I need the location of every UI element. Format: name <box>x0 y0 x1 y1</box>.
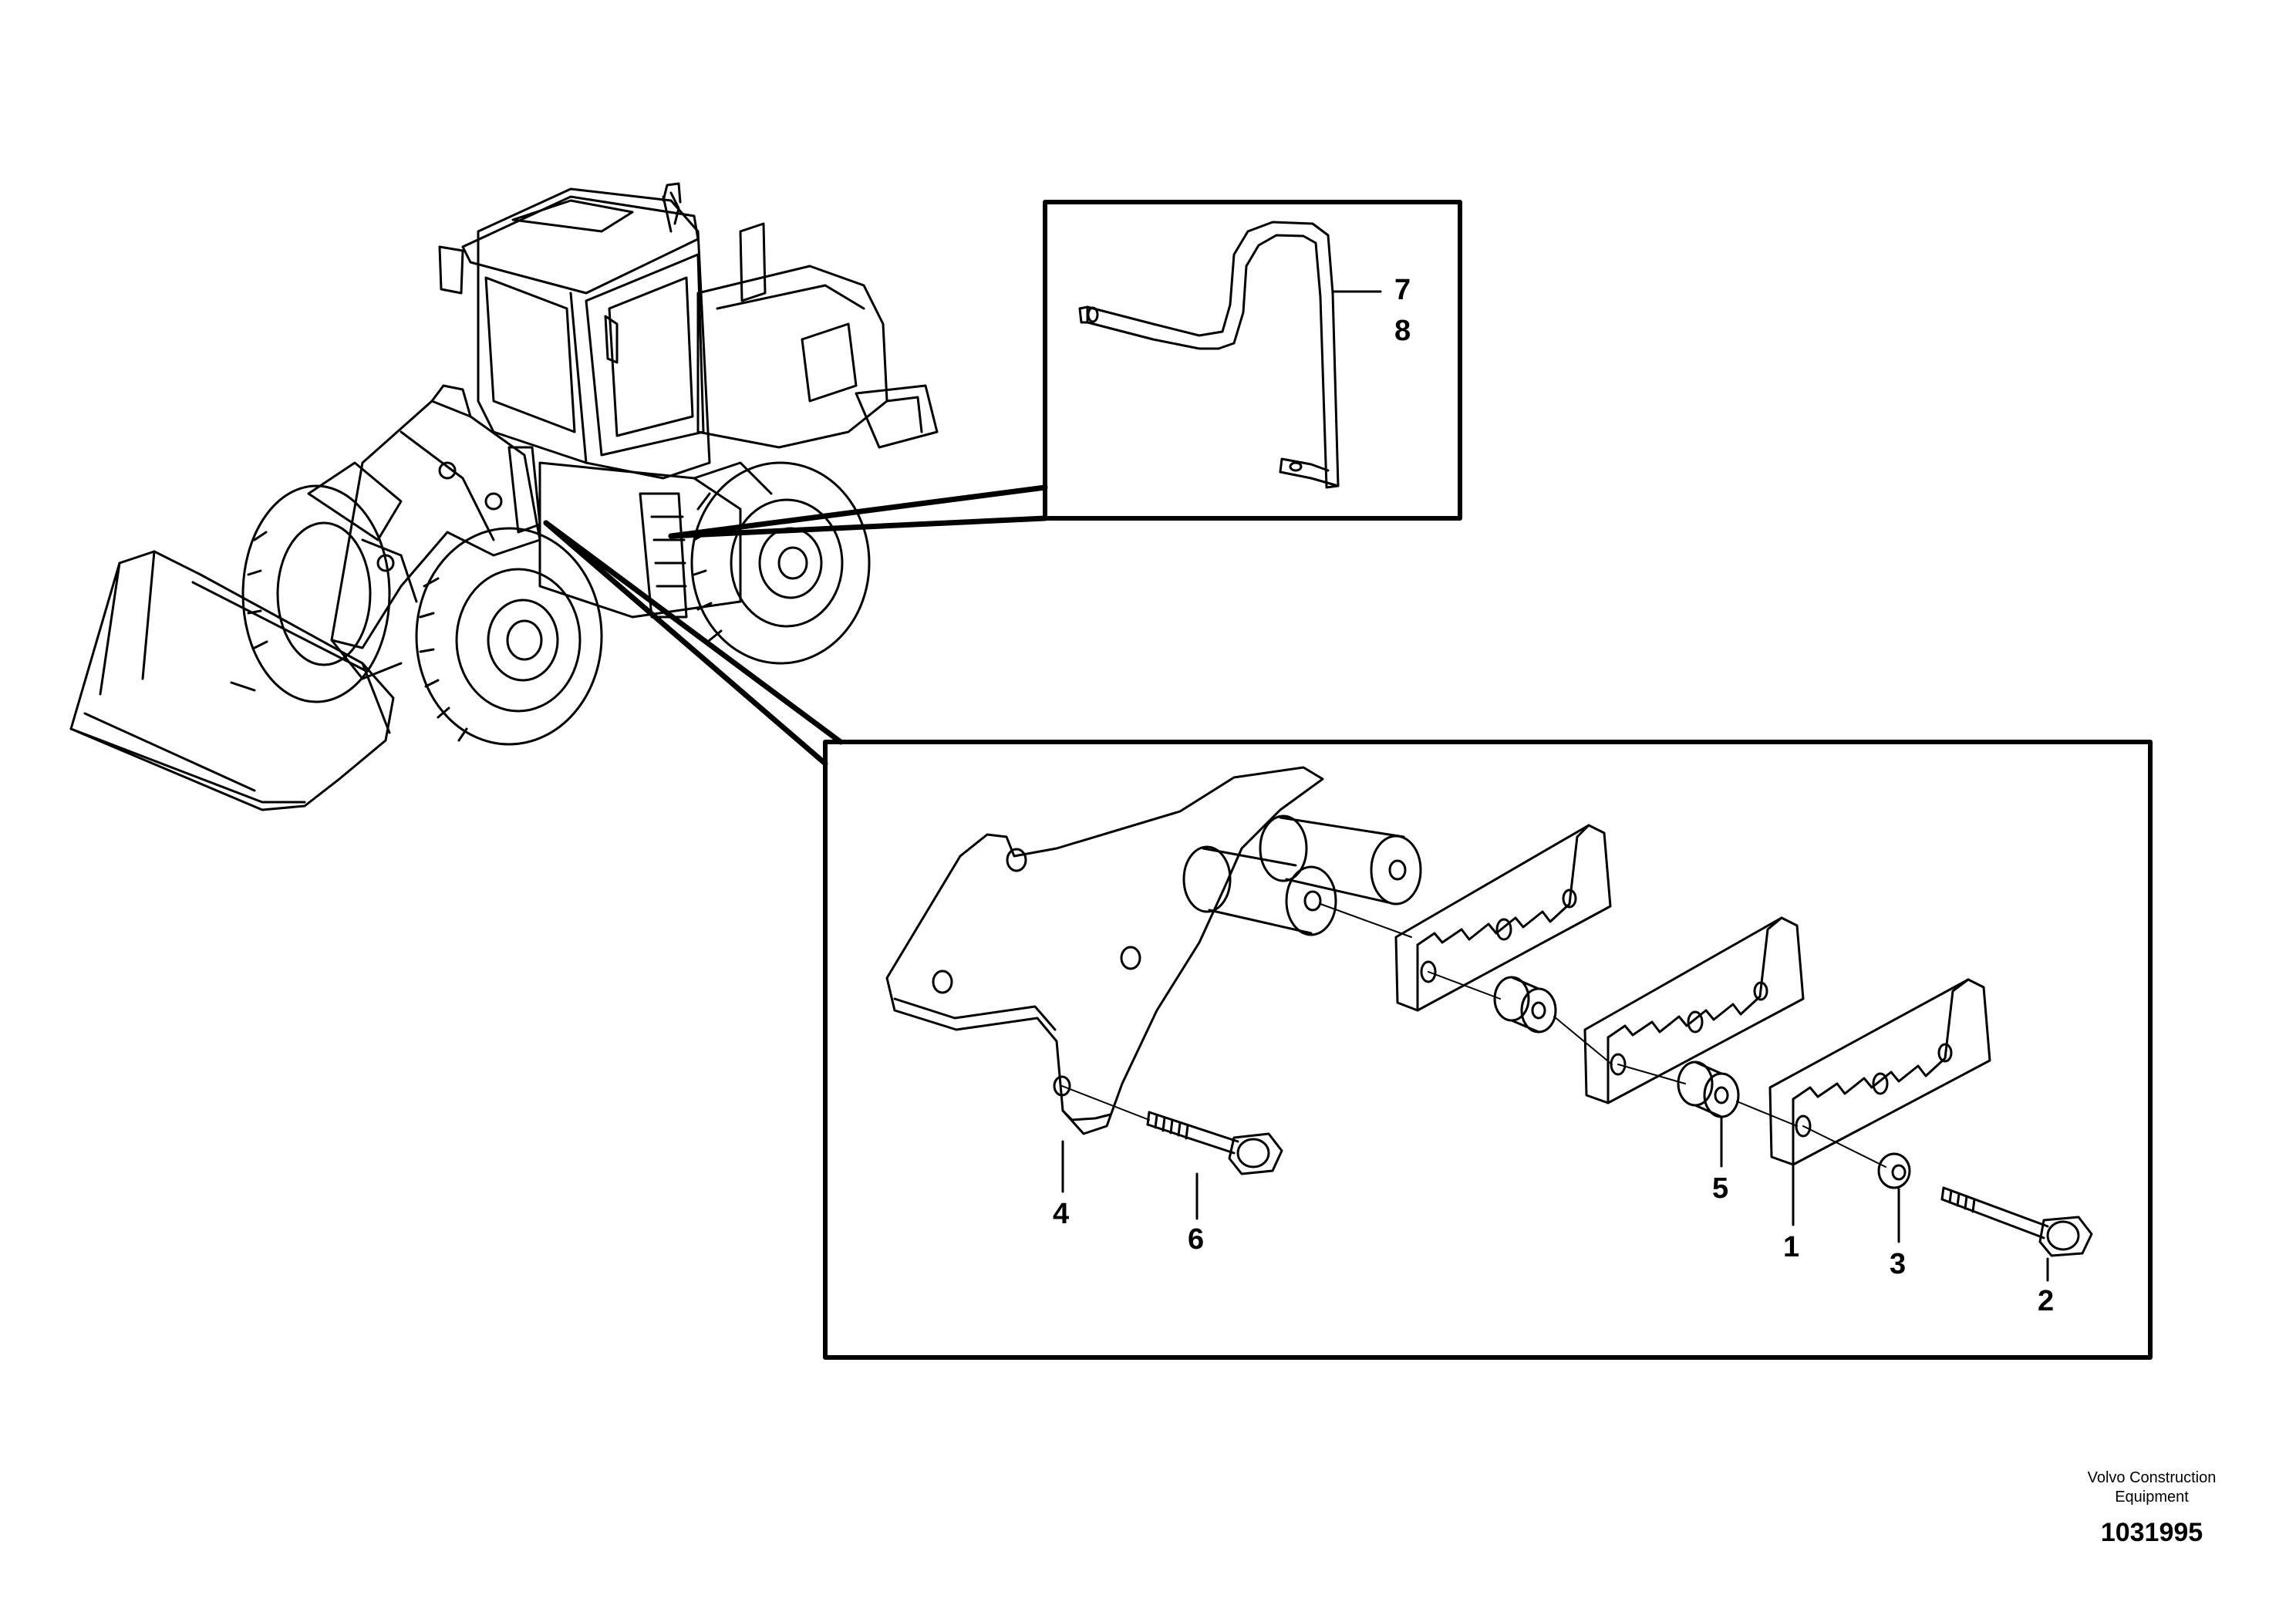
bracket-plate <box>885 766 1324 1135</box>
wheel-loader-illustration <box>69 182 939 811</box>
bracket-leader-lines <box>543 520 844 767</box>
company-name-line1: Volvo Construction <box>2087 1469 2217 1486</box>
handrail-part <box>1078 221 1340 489</box>
loader-front-wheel <box>241 484 603 746</box>
plate-spacers <box>1182 814 1422 938</box>
loader-bucket <box>69 550 395 811</box>
loader-lift-arms <box>307 384 541 680</box>
washer <box>1877 1152 1911 1189</box>
serrated-plate-b <box>1583 916 1805 1104</box>
callout-7: 7 <box>1394 274 1411 306</box>
serrated-plate-c <box>1768 978 1991 1166</box>
callout-4: 4 <box>1053 1198 1070 1230</box>
loader-rear-wheel <box>690 461 871 665</box>
loader-chassis <box>538 461 773 619</box>
company-name-line2: Equipment <box>2115 1489 2189 1506</box>
serrated-plate-a <box>1394 824 1612 1012</box>
loader-rear-body <box>662 191 939 449</box>
callout-1: 1 <box>1783 1231 1800 1263</box>
callout-8: 8 <box>1394 315 1411 347</box>
callout-2: 2 <box>2038 1285 2055 1317</box>
bracket-detail-frame <box>823 740 2153 1360</box>
callout-6: 6 <box>1188 1223 1205 1256</box>
drawing-number: 1031995 <box>2100 1518 2203 1547</box>
callout-5: 5 <box>1712 1172 1729 1205</box>
spacer-bushing-b <box>1677 1061 1740 1118</box>
long-bolt <box>1940 1186 2093 1257</box>
assembly-axis-lines <box>1061 971 1886 1168</box>
short-bolt <box>1146 1111 1283 1175</box>
callout-3: 3 <box>1890 1248 1907 1280</box>
spacer-bushing-a <box>1493 976 1557 1034</box>
loader-cab <box>438 182 711 480</box>
handrail-leader-lines <box>668 484 1048 539</box>
callout-leaders <box>1061 290 2049 1282</box>
handrail-detail-frame <box>1043 200 1462 521</box>
